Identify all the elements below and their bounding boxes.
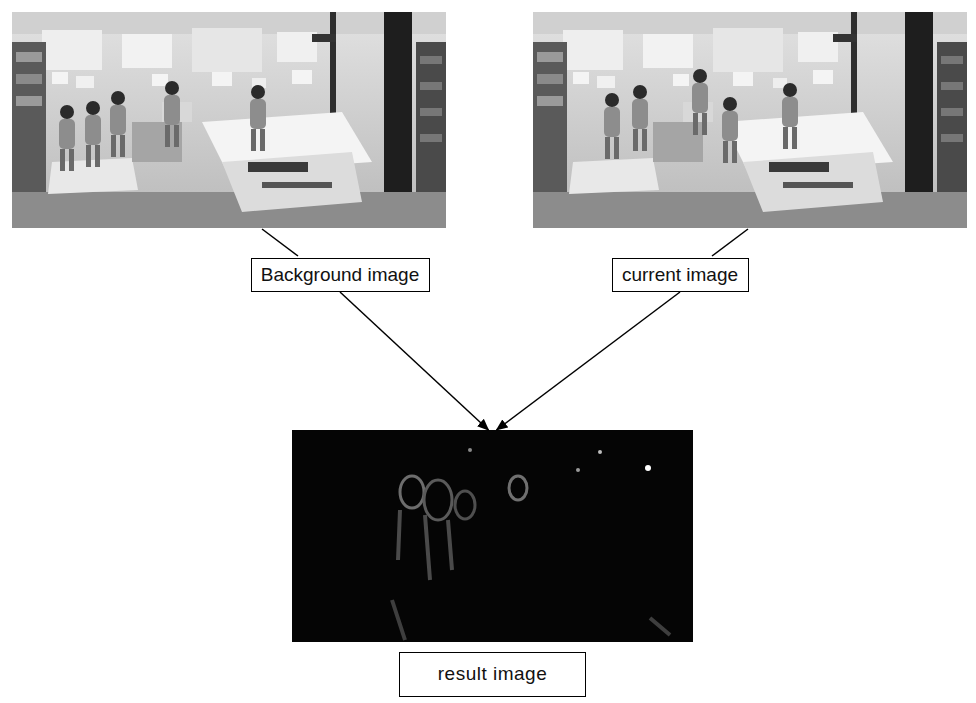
label-box: Background image <box>251 258 430 292</box>
current-photo <box>533 12 967 228</box>
background-photo <box>59 105 75 171</box>
leader-line <box>262 229 748 256</box>
current-photo <box>533 12 967 228</box>
arrow-connector <box>497 292 681 430</box>
background-photo <box>12 12 446 228</box>
image-label: current image <box>622 264 738 287</box>
current-photo <box>692 69 708 135</box>
background-photo <box>164 81 180 147</box>
background-photo <box>110 91 126 157</box>
result-photo <box>598 450 602 454</box>
result-node: result image <box>292 430 693 700</box>
leader-line <box>712 229 748 256</box>
image-label: result image <box>399 652 587 697</box>
arrow-connector <box>340 292 489 430</box>
result-photo <box>292 430 693 642</box>
result-photo <box>509 476 527 500</box>
result-photo <box>398 510 452 580</box>
result-photo <box>400 476 424 508</box>
background-photo <box>250 85 266 151</box>
current-photo <box>782 83 798 149</box>
result-photo <box>576 468 580 472</box>
background-photo <box>85 101 101 167</box>
image-label: Background image <box>261 264 419 287</box>
leader-line <box>262 229 298 256</box>
result-photo <box>292 430 693 642</box>
current-photo <box>722 97 738 163</box>
result-photo <box>645 465 651 471</box>
result-photo <box>424 480 452 520</box>
result-photo <box>392 600 670 640</box>
background-photo <box>12 12 446 228</box>
current-photo <box>632 85 648 151</box>
label-box: current image <box>612 258 749 292</box>
result-photo <box>468 448 472 452</box>
result-photo <box>455 491 475 519</box>
current-photo <box>604 93 620 159</box>
